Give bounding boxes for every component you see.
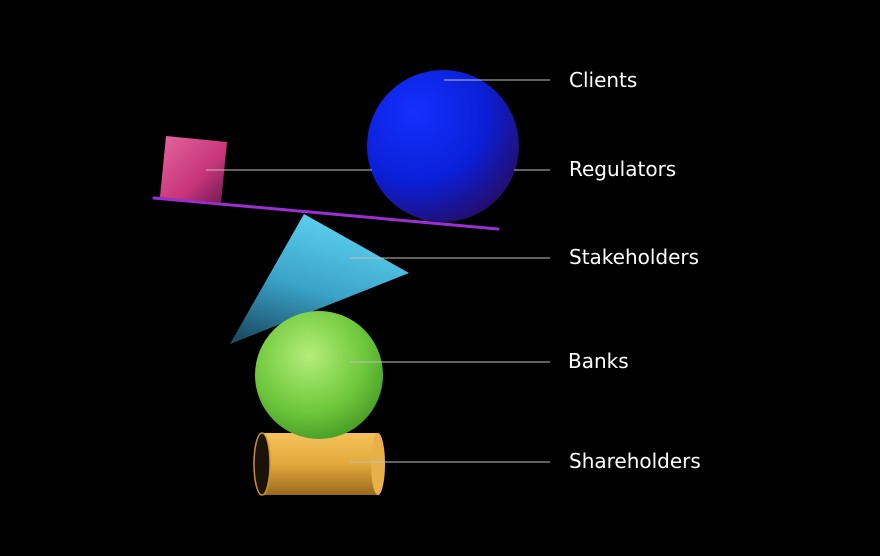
shareholders-label: Shareholders bbox=[569, 449, 701, 473]
blue-sphere-shape bbox=[367, 70, 519, 222]
green-sphere-shape bbox=[255, 311, 383, 439]
stakeholders-label: Stakeholders bbox=[569, 245, 699, 269]
gold-cylinder-shape bbox=[254, 433, 385, 495]
regulators-label: Regulators bbox=[569, 157, 676, 181]
banks-label: Banks bbox=[568, 349, 629, 373]
clients-label: Clients bbox=[569, 68, 637, 92]
